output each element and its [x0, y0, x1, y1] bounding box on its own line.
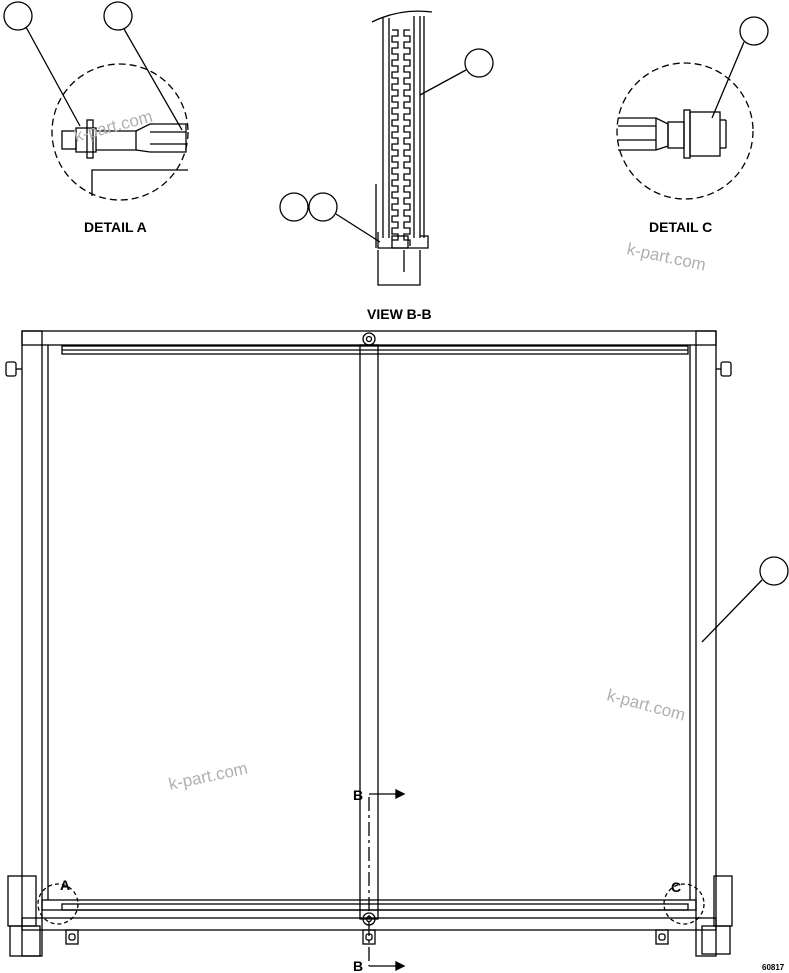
watermark: k-part.com — [72, 107, 154, 146]
detail-c-marker: C — [671, 879, 681, 895]
detail-a — [3, 1, 189, 201]
leader-line — [123, 28, 183, 131]
left-side-member — [21, 330, 43, 957]
detail-c-caption: DETAIL C — [649, 219, 712, 235]
leader-line — [711, 41, 745, 119]
callout-circle — [464, 48, 494, 78]
section-marker-bottom: B — [353, 958, 363, 973]
detail-a-caption: DETAIL A — [84, 219, 147, 235]
leader-line — [701, 579, 763, 643]
detail-c — [616, 16, 769, 200]
detail-a-circle — [51, 63, 189, 201]
right-side-member — [695, 330, 717, 957]
watermark: k-part.com — [167, 759, 249, 794]
detail-c-circle — [616, 62, 754, 200]
watermark: k-part.com — [625, 239, 707, 274]
view-b-b-caption: VIEW B-B — [367, 306, 432, 322]
detail-a-marker: A — [60, 877, 70, 893]
callout-circle — [759, 556, 789, 586]
leader-line — [335, 213, 381, 243]
callout-circle — [279, 192, 309, 222]
watermark: k-part.com — [605, 686, 687, 725]
bottom-tube — [61, 903, 689, 911]
condenser-assembly — [5, 330, 789, 972]
section-marker-top: B — [353, 787, 363, 803]
detail-c-fitting — [689, 111, 721, 157]
leader-line — [25, 26, 81, 127]
callout-circle — [308, 192, 338, 222]
drawing-number: 60817 — [762, 963, 785, 972]
callout-circle — [3, 1, 33, 31]
view-b-b — [279, 10, 494, 286]
callout-circle — [739, 16, 769, 46]
leader-line — [419, 69, 467, 96]
callout-circle — [103, 1, 133, 31]
